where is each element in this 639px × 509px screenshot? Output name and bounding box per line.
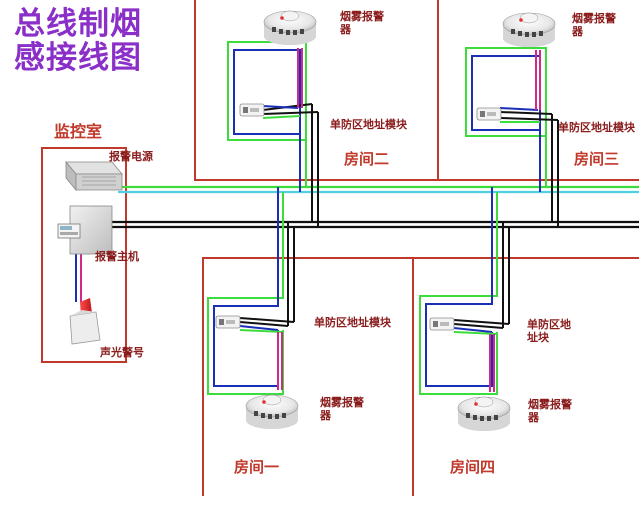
- room-3-detector-label: 烟雾报警器: [572, 12, 616, 38]
- room-3-address-module-icon: [476, 107, 502, 121]
- room-2-smoke-detector-icon: [263, 10, 317, 46]
- room-2-detector-label: 烟雾报警器: [340, 10, 384, 36]
- room-1-wires: [207, 187, 295, 395]
- room-2-border: [194, 0, 439, 181]
- alarm-host-label: 报警主机: [95, 250, 139, 263]
- room-3-smoke-detector-icon: [502, 12, 556, 48]
- diagram-title-line-1: 总线制烟: [14, 6, 142, 42]
- room-3-wires: [465, 47, 559, 227]
- room-1-module-label: 单防区地址模块: [314, 316, 391, 329]
- room-4-detector-label: 烟雾报警器: [528, 398, 572, 424]
- room-4-module-label: 单防区地址块: [527, 318, 571, 344]
- room-4-smoke-detector-icon: [457, 396, 511, 432]
- strobe-siren-icon: [69, 298, 101, 345]
- room-2-wires: [227, 41, 319, 227]
- control-room-label: 监控室: [54, 122, 103, 141]
- room-2-module-label: 单防区地址模块: [330, 118, 407, 131]
- room-2-address-module-icon: [239, 103, 265, 117]
- room-4-name: 房间四: [450, 458, 496, 476]
- control-room-border: [41, 147, 127, 363]
- room-borders: [41, 0, 639, 496]
- room-1-border: [202, 257, 414, 496]
- alarm-power-label: 报警电源: [109, 150, 153, 163]
- diagram-title-line-2: 感接线图: [14, 40, 142, 76]
- room-1-smoke-detector-icon: [245, 394, 299, 430]
- alarm-host-icon: [57, 205, 113, 255]
- room-3-name: 房间三: [574, 150, 620, 168]
- room-1-name: 房间一: [234, 458, 280, 476]
- room-1-detector-label: 烟雾报警器: [320, 396, 364, 422]
- strobe-siren-label: 声光警号: [100, 346, 144, 359]
- room-4-wires: [419, 187, 510, 395]
- alarm-power-supply-icon: [65, 160, 123, 192]
- main-bus: [112, 185, 639, 229]
- room-2-name: 房间二: [344, 150, 390, 168]
- room-1-address-module-icon: [215, 315, 241, 329]
- room-4-address-module-icon: [429, 317, 455, 331]
- room-3-module-label: 单防区地址模块: [558, 121, 635, 134]
- control-room-wires: [75, 254, 82, 302]
